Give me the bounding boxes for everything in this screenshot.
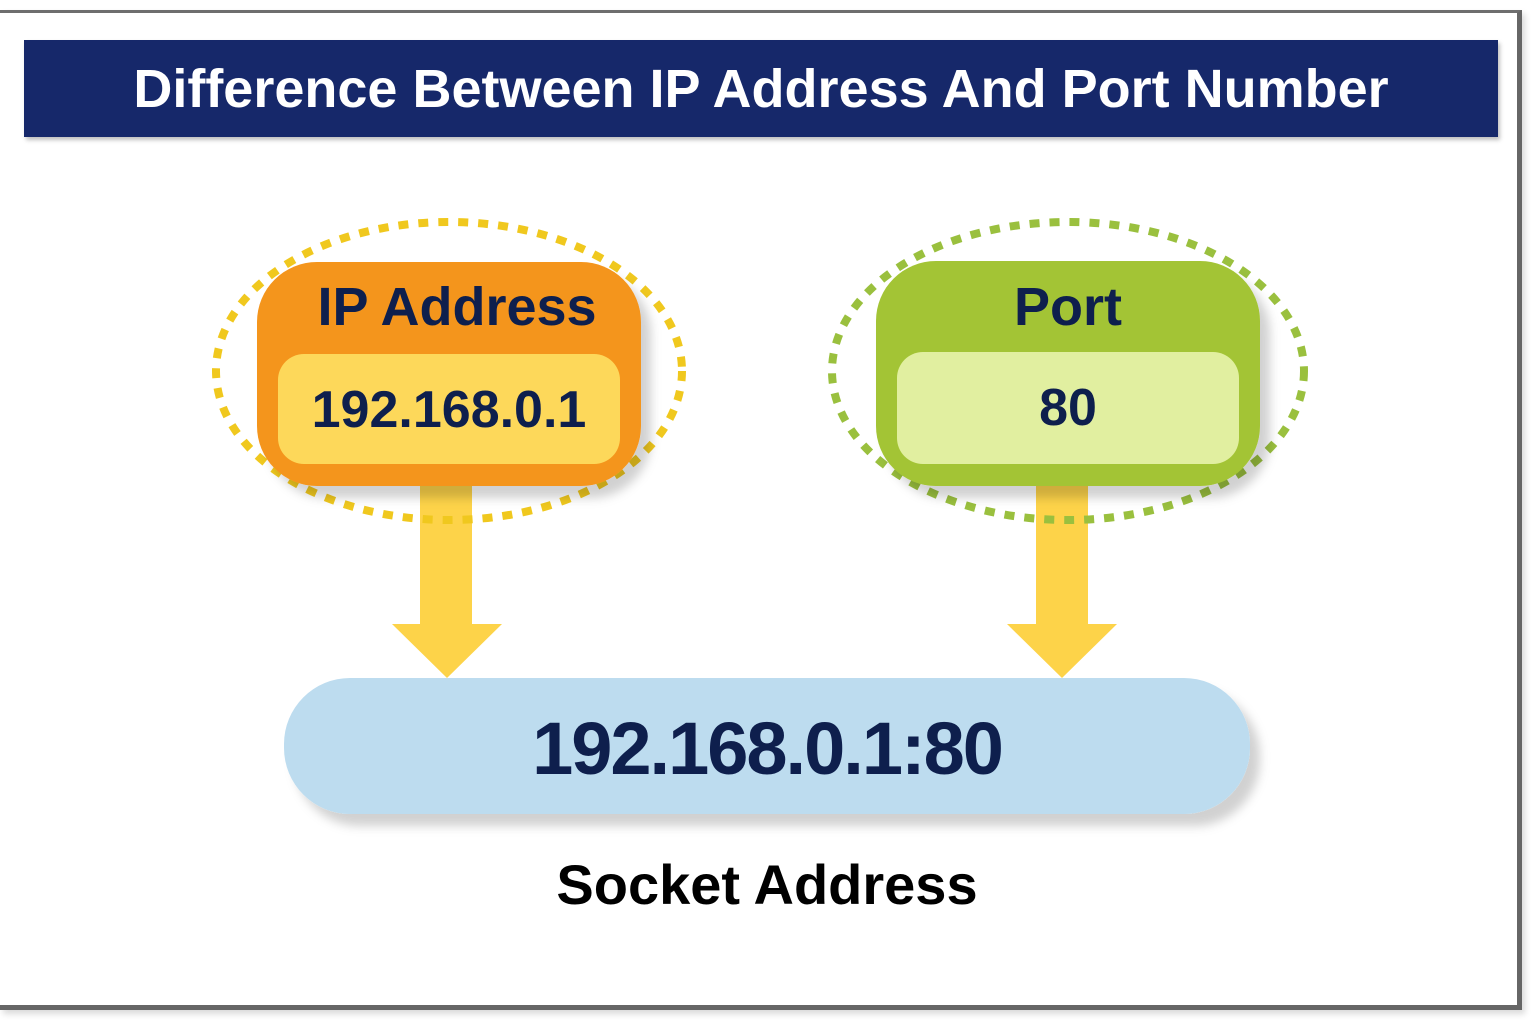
page-title: Difference Between IP Address And Port N… (133, 58, 1389, 119)
title-banner: Difference Between IP Address And Port N… (24, 40, 1498, 137)
diagram-frame (0, 10, 1522, 1010)
ip-to-socket-arrow (392, 480, 502, 678)
socket-address-caption: Socket Address (556, 853, 978, 916)
ip-dotted-ring (212, 218, 686, 524)
port-heading: Port (1014, 277, 1122, 337)
ip-heading: IP Address (317, 277, 597, 337)
ip-inner-box (278, 354, 620, 464)
socket-box (284, 678, 1250, 814)
ip-value: 192.168.0.1 (311, 381, 587, 439)
port-to-socket-arrow (1007, 480, 1117, 678)
port-dotted-ring (828, 218, 1308, 524)
socket-address-value: 192.168.0.1:80 (532, 707, 1004, 790)
port-value: 80 (1039, 379, 1097, 437)
port-inner-box (897, 352, 1239, 464)
